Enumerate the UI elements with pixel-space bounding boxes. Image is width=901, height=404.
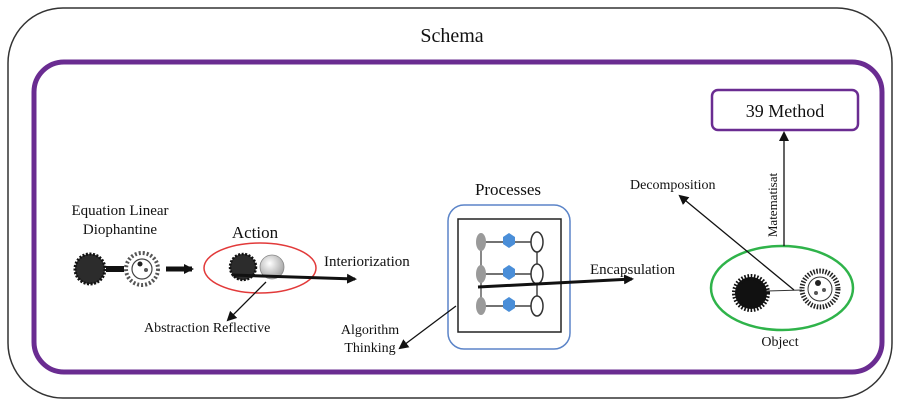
algorithm-arrow xyxy=(398,305,457,350)
action-light-ball-icon xyxy=(259,254,285,280)
object-ellipse xyxy=(709,244,855,332)
interiorization-arrow xyxy=(231,273,357,284)
object-link xyxy=(766,289,803,292)
object-white-spiky-icon xyxy=(799,268,841,310)
encapsulation-label: Encapsulation xyxy=(590,262,675,278)
decomposition-arrow xyxy=(678,194,795,291)
abstraction-label: Abstraction Reflective xyxy=(144,321,270,336)
equation-label-line2: Diophantine xyxy=(83,222,157,238)
equation-icon xyxy=(73,251,160,287)
interiorization-label: Interiorization xyxy=(324,254,410,270)
action-dark-ball-icon xyxy=(228,252,258,282)
encapsulation-arrow xyxy=(477,274,634,289)
object-label: Object xyxy=(761,335,798,350)
algorithm-label-line1: Algorithm xyxy=(341,323,399,338)
processes-label: Processes xyxy=(475,180,541,199)
process-network-icon xyxy=(476,231,544,317)
action-ellipse xyxy=(203,242,317,294)
schema-title: Schema xyxy=(420,25,483,47)
schema-outer-box xyxy=(7,7,893,399)
algorithm-label-line2: Thinking xyxy=(344,341,395,356)
dark-spiky-ball-icon xyxy=(73,252,107,286)
decomposition-label: Decomposition xyxy=(630,178,716,193)
method-label: 39 Method xyxy=(746,101,825,121)
object-dark-spiky-icon xyxy=(732,274,770,312)
link-bar xyxy=(106,266,124,272)
equation-label-line1: Equation Linear xyxy=(71,203,168,219)
action-label: Action xyxy=(232,223,279,242)
method-box xyxy=(710,88,860,132)
abstraction-arrow xyxy=(226,281,267,322)
inner-frame xyxy=(31,59,885,375)
matematisat-label: Matematisat xyxy=(765,172,780,237)
